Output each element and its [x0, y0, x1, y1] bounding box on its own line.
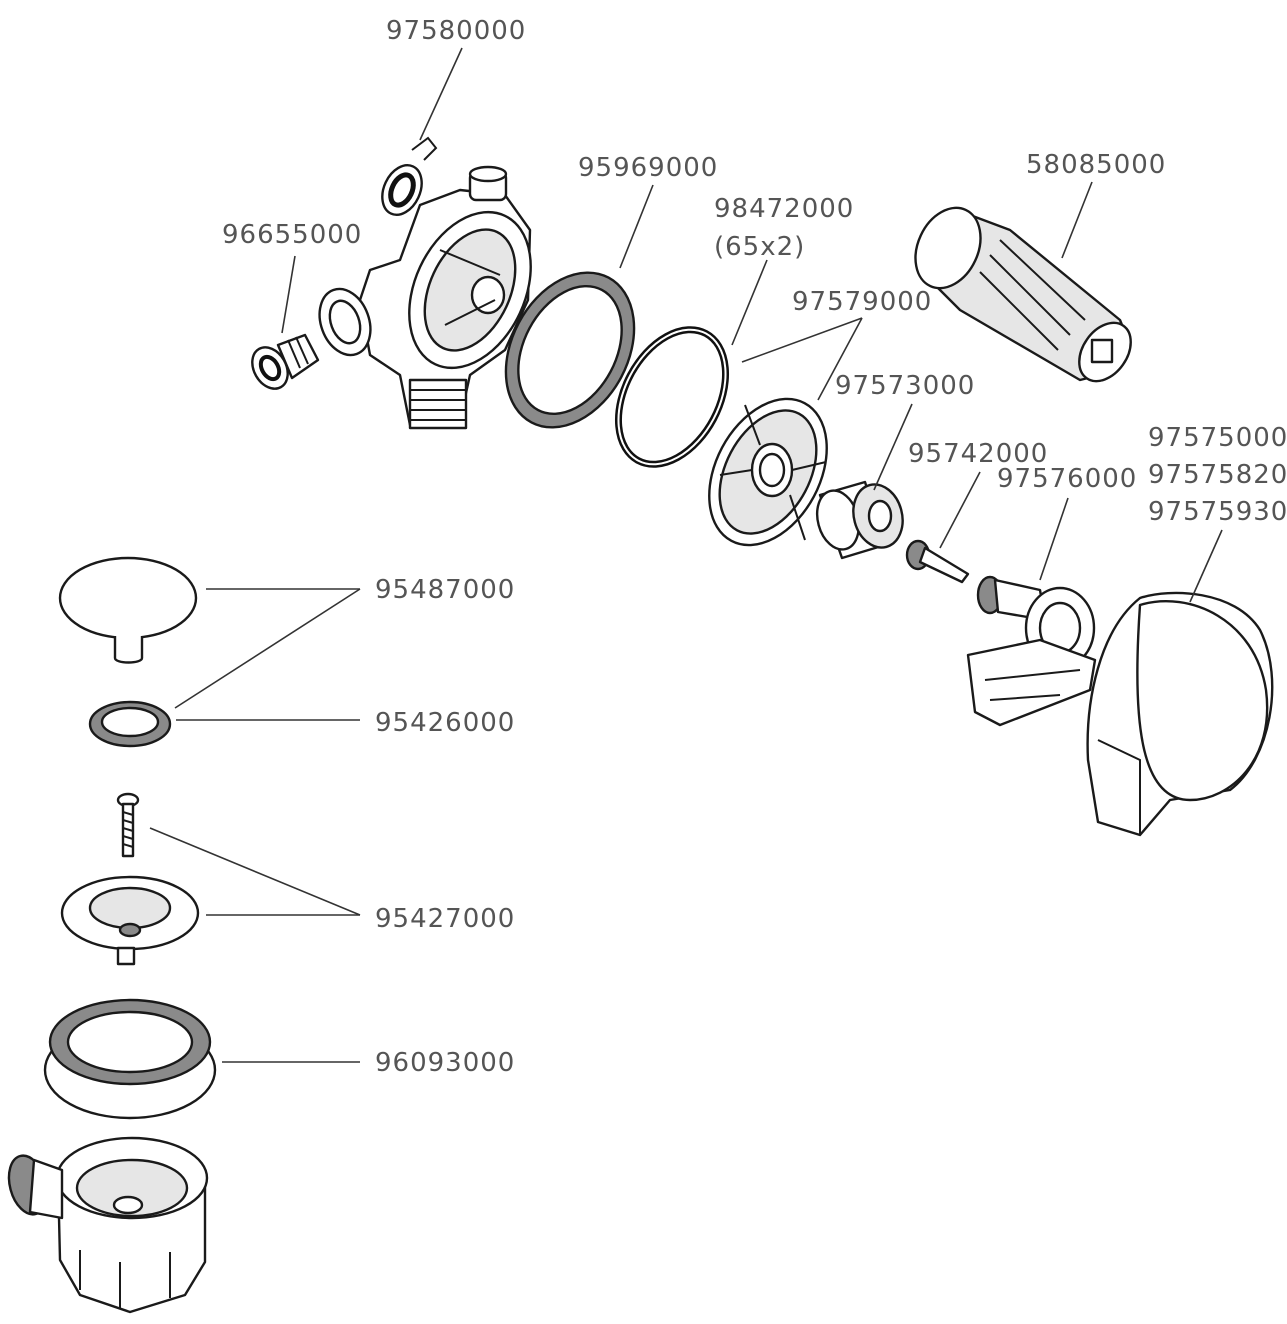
leader-95487000-b	[174, 588, 361, 709]
label-97576000: 97576000	[997, 464, 1137, 494]
part-95426000-seal	[88, 700, 172, 748]
leader-97579000-a	[741, 317, 863, 363]
part-95487000-plug	[58, 556, 198, 664]
label-96093000: 96093000	[375, 1048, 515, 1078]
part-96093000-ring	[43, 998, 217, 1120]
part-98472000-oring	[614, 326, 730, 468]
label-97575000: 97575000	[1148, 423, 1287, 453]
label-95427000: 95427000	[375, 904, 515, 934]
leader-95427000-a	[149, 827, 361, 916]
leader-98472000	[731, 259, 768, 346]
leader-97580000	[419, 47, 463, 141]
part-95969000-gasket	[504, 271, 636, 429]
part-97576000-actuator	[966, 575, 1097, 727]
leader-97576000	[1039, 497, 1069, 581]
leader-97575930	[1189, 529, 1223, 603]
label-95426000: 95426000	[375, 708, 515, 738]
leader-95969000	[619, 184, 654, 269]
part-drain-body	[7, 1136, 209, 1314]
leader-97573000	[873, 403, 913, 491]
label-96655000: 96655000	[222, 220, 362, 250]
label-95742000: 95742000	[908, 439, 1048, 469]
part-97579000-plate	[708, 397, 828, 547]
part-diverter-body	[318, 165, 532, 430]
label-98472000: 98472000	[714, 194, 854, 224]
leader-lines	[149, 47, 1223, 1063]
part-97580000-clip	[381, 136, 438, 216]
leader-96655000	[281, 255, 296, 334]
part-96655000-insert	[251, 333, 320, 390]
label-97579000: 97579000	[792, 287, 932, 317]
label-97575820: 97575820	[1148, 460, 1287, 490]
part-95742000-spindle	[905, 539, 970, 584]
label-98472000-size: (65x2)	[714, 232, 805, 262]
part-95427000-strainer	[60, 875, 200, 966]
label-58085000: 58085000	[1026, 150, 1166, 180]
part-labels: 97580000 95969000 58085000 98472000 (65x…	[222, 16, 1287, 1078]
part-95427000-screw	[116, 792, 140, 858]
label-95487000: 95487000	[375, 575, 515, 605]
label-97580000: 97580000	[386, 16, 526, 46]
part-97575000-cover	[1086, 591, 1274, 837]
leader-58085000	[1061, 181, 1093, 259]
leader-95742000	[939, 471, 981, 549]
label-97573000: 97573000	[835, 371, 975, 401]
label-97575930: 97575930	[1148, 497, 1287, 527]
label-95969000: 95969000	[578, 153, 718, 183]
part-58085000-extension	[914, 206, 1132, 383]
leader-97579000-b	[817, 317, 863, 401]
part-97573000-cylinder	[815, 480, 904, 560]
